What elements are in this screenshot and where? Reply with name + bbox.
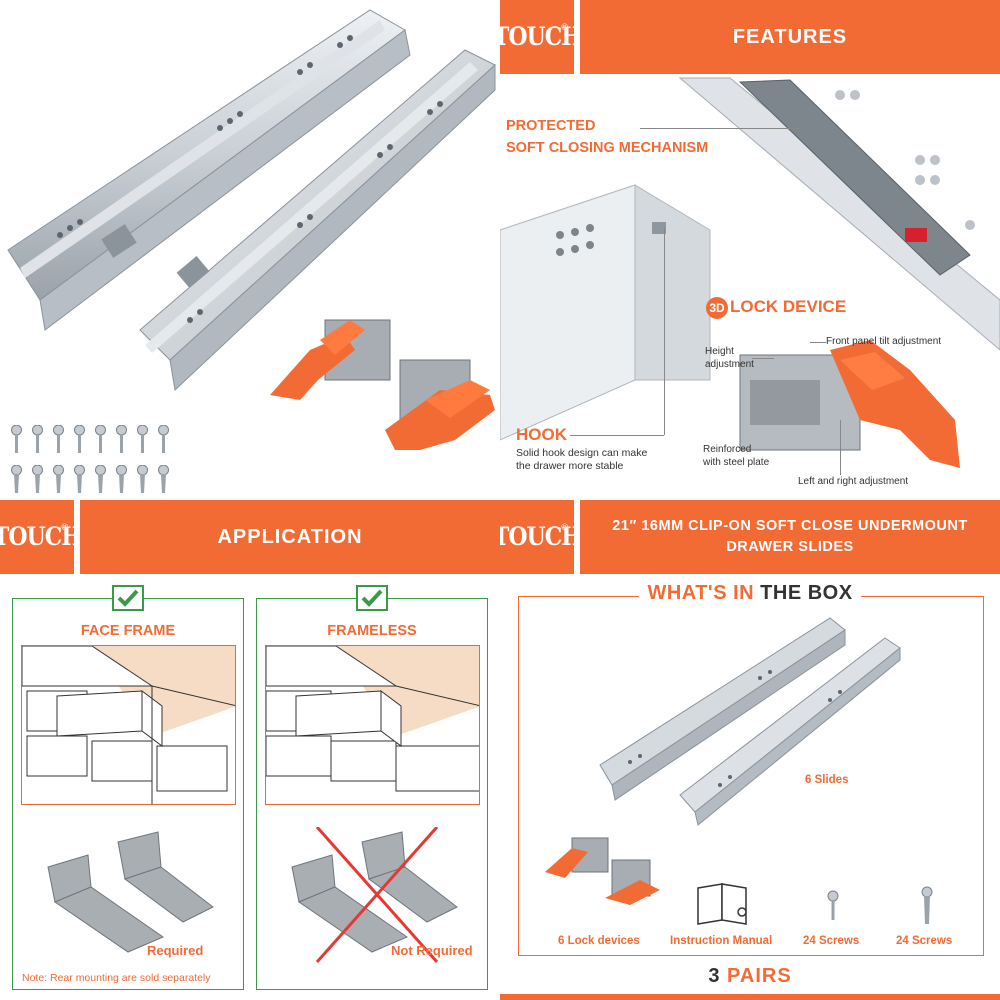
pairs-word: PAIRS (727, 965, 792, 987)
hook-line1: Solid hook design can make (516, 447, 648, 459)
product-photo-panel (0, 0, 500, 500)
leader-line (640, 128, 800, 129)
protected-line2: SOFT CLOSING MECHANISM (506, 140, 709, 156)
brand-logo-text: TOUCH (500, 522, 582, 552)
lock-device-1 (270, 319, 391, 400)
features-panel: TOUCH ® FEATURES PROTECTED SOFT CLOSING … (500, 0, 1000, 500)
brand-logo: TOUCH ® (500, 0, 582, 74)
leader-line (840, 420, 841, 475)
brand-logo-text: TOUCH (0, 522, 82, 552)
front-tilt-label: Front panel tilt adjustment (826, 336, 942, 347)
leader-line (810, 342, 826, 343)
brand-logo: TOUCH ® (0, 500, 82, 574)
product-title-line1: 21″ 16MM CLIP-ON SOFT CLOSE UNDERMOUNT (612, 518, 968, 534)
pairs-number: 3 (708, 965, 721, 987)
reinforced-label: Reinforced with steel plate (703, 443, 769, 469)
reinforced-line1: Reinforced (703, 444, 752, 455)
check-icon (356, 585, 388, 611)
height-line1: Height (705, 346, 734, 357)
screws-label-2: 24 Screws (896, 935, 953, 947)
registered-mark: ® (561, 22, 568, 32)
features-header: FEATURES (580, 0, 1000, 74)
not-required-label: Not Required (391, 943, 473, 958)
face-frame-title: FACE FRAME (80, 623, 176, 639)
brand-logo: TOUCH ® (500, 500, 582, 574)
leader-line (570, 435, 664, 436)
protected-line1: PROTECTED (506, 118, 596, 134)
frameless-cabinet-illustration (265, 645, 480, 805)
screws-label-1: 24 Screws (803, 935, 860, 947)
bottom-accent-bar (500, 994, 1000, 1000)
drawer-slides-image (7, 9, 496, 450)
product-title-header: 21″ 16MM CLIP-ON SOFT CLOSE UNDERMOUNT D… (580, 500, 1000, 574)
lock-devices-label: 6 Lock devices (558, 935, 640, 947)
box-contents-illustration (545, 617, 933, 925)
left-right-label: Left and right adjustment (798, 476, 909, 487)
manual-label: Instruction Manual (670, 935, 773, 947)
box-contents-panel: TOUCH ® 21″ 16MM CLIP-ON SOFT CLOSE UNDE… (500, 500, 1000, 1000)
whats-in-text: WHAT'S IN (647, 582, 755, 604)
protected-callout: PROTECTED SOFT CLOSING MECHANISM (506, 115, 708, 159)
leader-line (664, 228, 665, 435)
3d-badge: 3D (706, 297, 728, 319)
height-adjustment-label: Height adjustment (705, 345, 754, 371)
product-title: 21″ 16MM CLIP-ON SOFT CLOSE UNDERMOUNT D… (612, 516, 967, 558)
screws-group (6, 425, 174, 495)
frameless-title: FRAMELESS (327, 623, 417, 639)
lock-device-title: LOCK DEVICE (730, 297, 847, 316)
hook-description: Solid hook design can make the drawer mo… (516, 447, 647, 473)
leader-line (752, 358, 774, 359)
the-box-text: THE BOX (760, 582, 853, 604)
registered-mark: ® (561, 522, 568, 532)
lock-device-2 (385, 359, 495, 450)
application-title: APPLICATION (217, 525, 363, 548)
features-illustration (500, 77, 1000, 468)
application-panel: TOUCH ® APPLICATION FACE FRAME (0, 500, 500, 1000)
required-label: Required (147, 943, 204, 958)
check-icon (112, 585, 144, 611)
whats-in-box-heading: WHAT'S IN THE BOX (500, 582, 1000, 605)
hook-line2: the drawer more stable (516, 460, 624, 472)
hook-title: HOOK (516, 425, 567, 444)
pairs-count: 3 PAIRS (500, 965, 1000, 988)
features-title: FEATURES (732, 25, 848, 48)
screw-icon-2 (921, 886, 933, 924)
application-header: APPLICATION (80, 500, 500, 574)
brand-logo-text: TOUCH (500, 22, 582, 52)
slides-label: 6 Slides (805, 774, 849, 786)
frameless-panel: FRAMELESS (256, 585, 488, 990)
cross-icon (315, 827, 439, 963)
instruction-manual-icon (697, 883, 747, 925)
height-line2: adjustment (705, 359, 754, 370)
rear-bracket-illustration (47, 831, 214, 953)
face-frame-panel: FACE FRAME Req (12, 585, 244, 990)
reinforced-line2: with steel plate (703, 457, 770, 468)
product-title-line2: DRAWER SLIDES (726, 539, 854, 555)
face-frame-cabinet-illustration (21, 645, 236, 805)
screw-icon-1 (827, 890, 839, 920)
rear-mounting-note: Note: Rear mounting are sold separately (22, 972, 211, 984)
registered-mark: ® (61, 522, 68, 532)
rear-bracket-crossed-illustration (291, 827, 458, 963)
